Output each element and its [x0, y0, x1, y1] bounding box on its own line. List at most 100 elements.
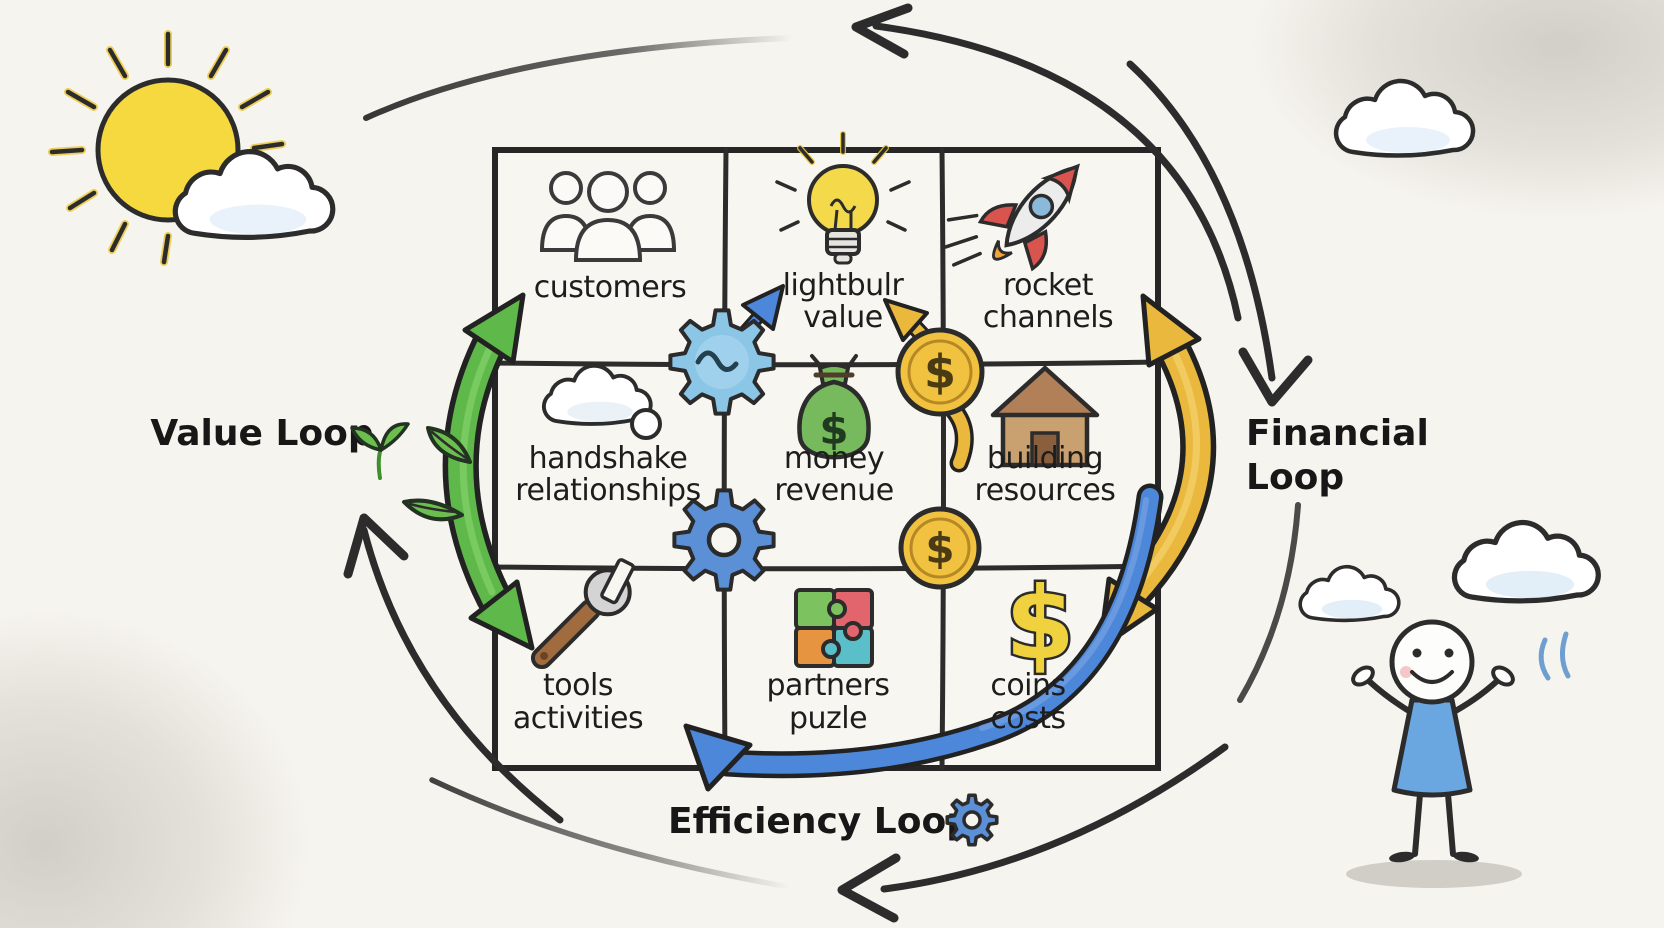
- sprout-leaf: [350, 426, 383, 452]
- cloud-icon: [1451, 519, 1601, 604]
- efficiency-loop-label: Efficiency Loop: [668, 801, 972, 842]
- figure-hand: [1351, 665, 1375, 687]
- puzzle-knob: [827, 599, 847, 619]
- arrowhead-up: [1140, 293, 1202, 368]
- arrowhead-top: [851, 3, 913, 59]
- cloud-icon: [1298, 564, 1401, 623]
- financial-loop-label-line1: Financial: [1246, 413, 1429, 454]
- leaf-icon: [402, 426, 472, 522]
- financial-loop-label-line2: Loop: [1246, 457, 1344, 498]
- arrowhead-down: [468, 579, 535, 651]
- stick-figure-scene: [1298, 519, 1601, 888]
- figure-dress: [1391, 697, 1473, 798]
- grid-vline-1: [721, 147, 729, 771]
- wind-swish: [1538, 637, 1551, 681]
- bag-dollar-sign: $: [819, 405, 848, 454]
- rocket-fin: [1022, 229, 1048, 272]
- rocket-icon: [943, 163, 1081, 272]
- cell-label: tools: [543, 668, 613, 703]
- figure-foot: [1453, 851, 1479, 863]
- arrowhead-icon: [741, 284, 785, 331]
- gear-connector-top: [668, 284, 785, 416]
- arrowhead-icon: [883, 298, 929, 342]
- figure-leg: [1445, 791, 1456, 857]
- cycle-arc-left: [360, 526, 564, 824]
- figure-hand: [1491, 665, 1515, 687]
- gear-icon: [945, 793, 999, 847]
- financial-loop-label-group: Financial Loop: [1246, 413, 1429, 498]
- cell-label: relationships: [515, 473, 700, 508]
- gear-squiggle: [695, 350, 739, 372]
- arrow-highlight: [979, 497, 1149, 731]
- cloud-shading: [1485, 570, 1575, 599]
- arrow-highlight: [459, 346, 496, 596]
- value-loop-label: Value Loop: [150, 413, 373, 454]
- coin-connector-top: $: [883, 298, 985, 473]
- arrowhead-left: [683, 723, 753, 792]
- value-loop-arrow: [402, 292, 535, 651]
- leaf-vein: [408, 502, 458, 514]
- arrowhead-right: [1238, 347, 1313, 407]
- cell-activities: tools activities: [513, 558, 644, 736]
- bulb-base: [825, 228, 861, 256]
- cell-value: lightbulr value: [775, 131, 911, 335]
- wrench-jaw-slot: [600, 558, 635, 605]
- sprout-icon: [350, 422, 410, 480]
- person-body: [573, 217, 643, 262]
- sprout-stem: [376, 446, 383, 480]
- cell-label: handshake: [529, 441, 688, 476]
- cycle-arc-bottom: [880, 743, 1229, 893]
- rocket-nose: [1040, 163, 1081, 205]
- cell-customers: customers: [534, 171, 687, 305]
- cycle-arc-top-right: [872, 22, 1242, 322]
- cell-resources: building resources: [975, 365, 1116, 508]
- figure-eye: [1412, 648, 1422, 658]
- puzzle-knob: [821, 639, 841, 659]
- rocket-window: [1028, 193, 1055, 220]
- arrow-body: [718, 488, 1159, 774]
- puzzle-knob: [843, 621, 863, 641]
- gear-face: [695, 335, 749, 389]
- people-icon: [539, 171, 677, 262]
- coin-ring: [909, 517, 971, 579]
- cycle-arc-right-lower: [1237, 502, 1301, 703]
- lightbulb-icon: [775, 131, 911, 265]
- cell-label: activities: [513, 701, 643, 736]
- dollar-icon: $: [1005, 565, 1075, 682]
- coin-dollar-sign: $: [925, 524, 954, 573]
- cell-label: coins: [990, 668, 1065, 703]
- cell-label: resources: [975, 473, 1116, 508]
- grid-vline-2: [939, 147, 946, 771]
- bulb-base-lines: [828, 237, 858, 249]
- outer-cycle-arrows: [343, 3, 1313, 923]
- cell-label: customers: [534, 270, 686, 305]
- coin-dollar-sign: $: [924, 345, 956, 399]
- rocket-fin: [977, 203, 1019, 229]
- cell-label: building: [987, 441, 1103, 476]
- leaf-vein: [430, 430, 468, 460]
- bulb-glass: [807, 164, 879, 236]
- cell-label: costs: [990, 701, 1065, 736]
- gear-connector-bottom: [672, 488, 776, 592]
- wind-swish: [1560, 631, 1571, 679]
- cell-label: channels: [983, 300, 1113, 335]
- person-head: [549, 171, 583, 205]
- grid-hline-2: [492, 563, 1161, 572]
- puzzle-icon: [794, 588, 874, 668]
- cell-label: rocket: [1003, 268, 1094, 303]
- cloud-icon: [541, 363, 653, 426]
- cloud-shading: [1366, 127, 1450, 153]
- cycle-arc-right-upper: [1126, 60, 1276, 382]
- cloud-shading: [1321, 599, 1383, 619]
- bulb-filament: [829, 198, 857, 231]
- arrowhead-left: [343, 513, 409, 579]
- sprout-leaf: [379, 422, 410, 452]
- arrowhead-bottom: [837, 853, 901, 923]
- cloud-shading: [209, 204, 307, 235]
- coin-ring: [907, 339, 973, 405]
- arrow-highlight: [1131, 352, 1200, 592]
- house-door: [1030, 431, 1060, 467]
- house-roof: [990, 365, 1100, 418]
